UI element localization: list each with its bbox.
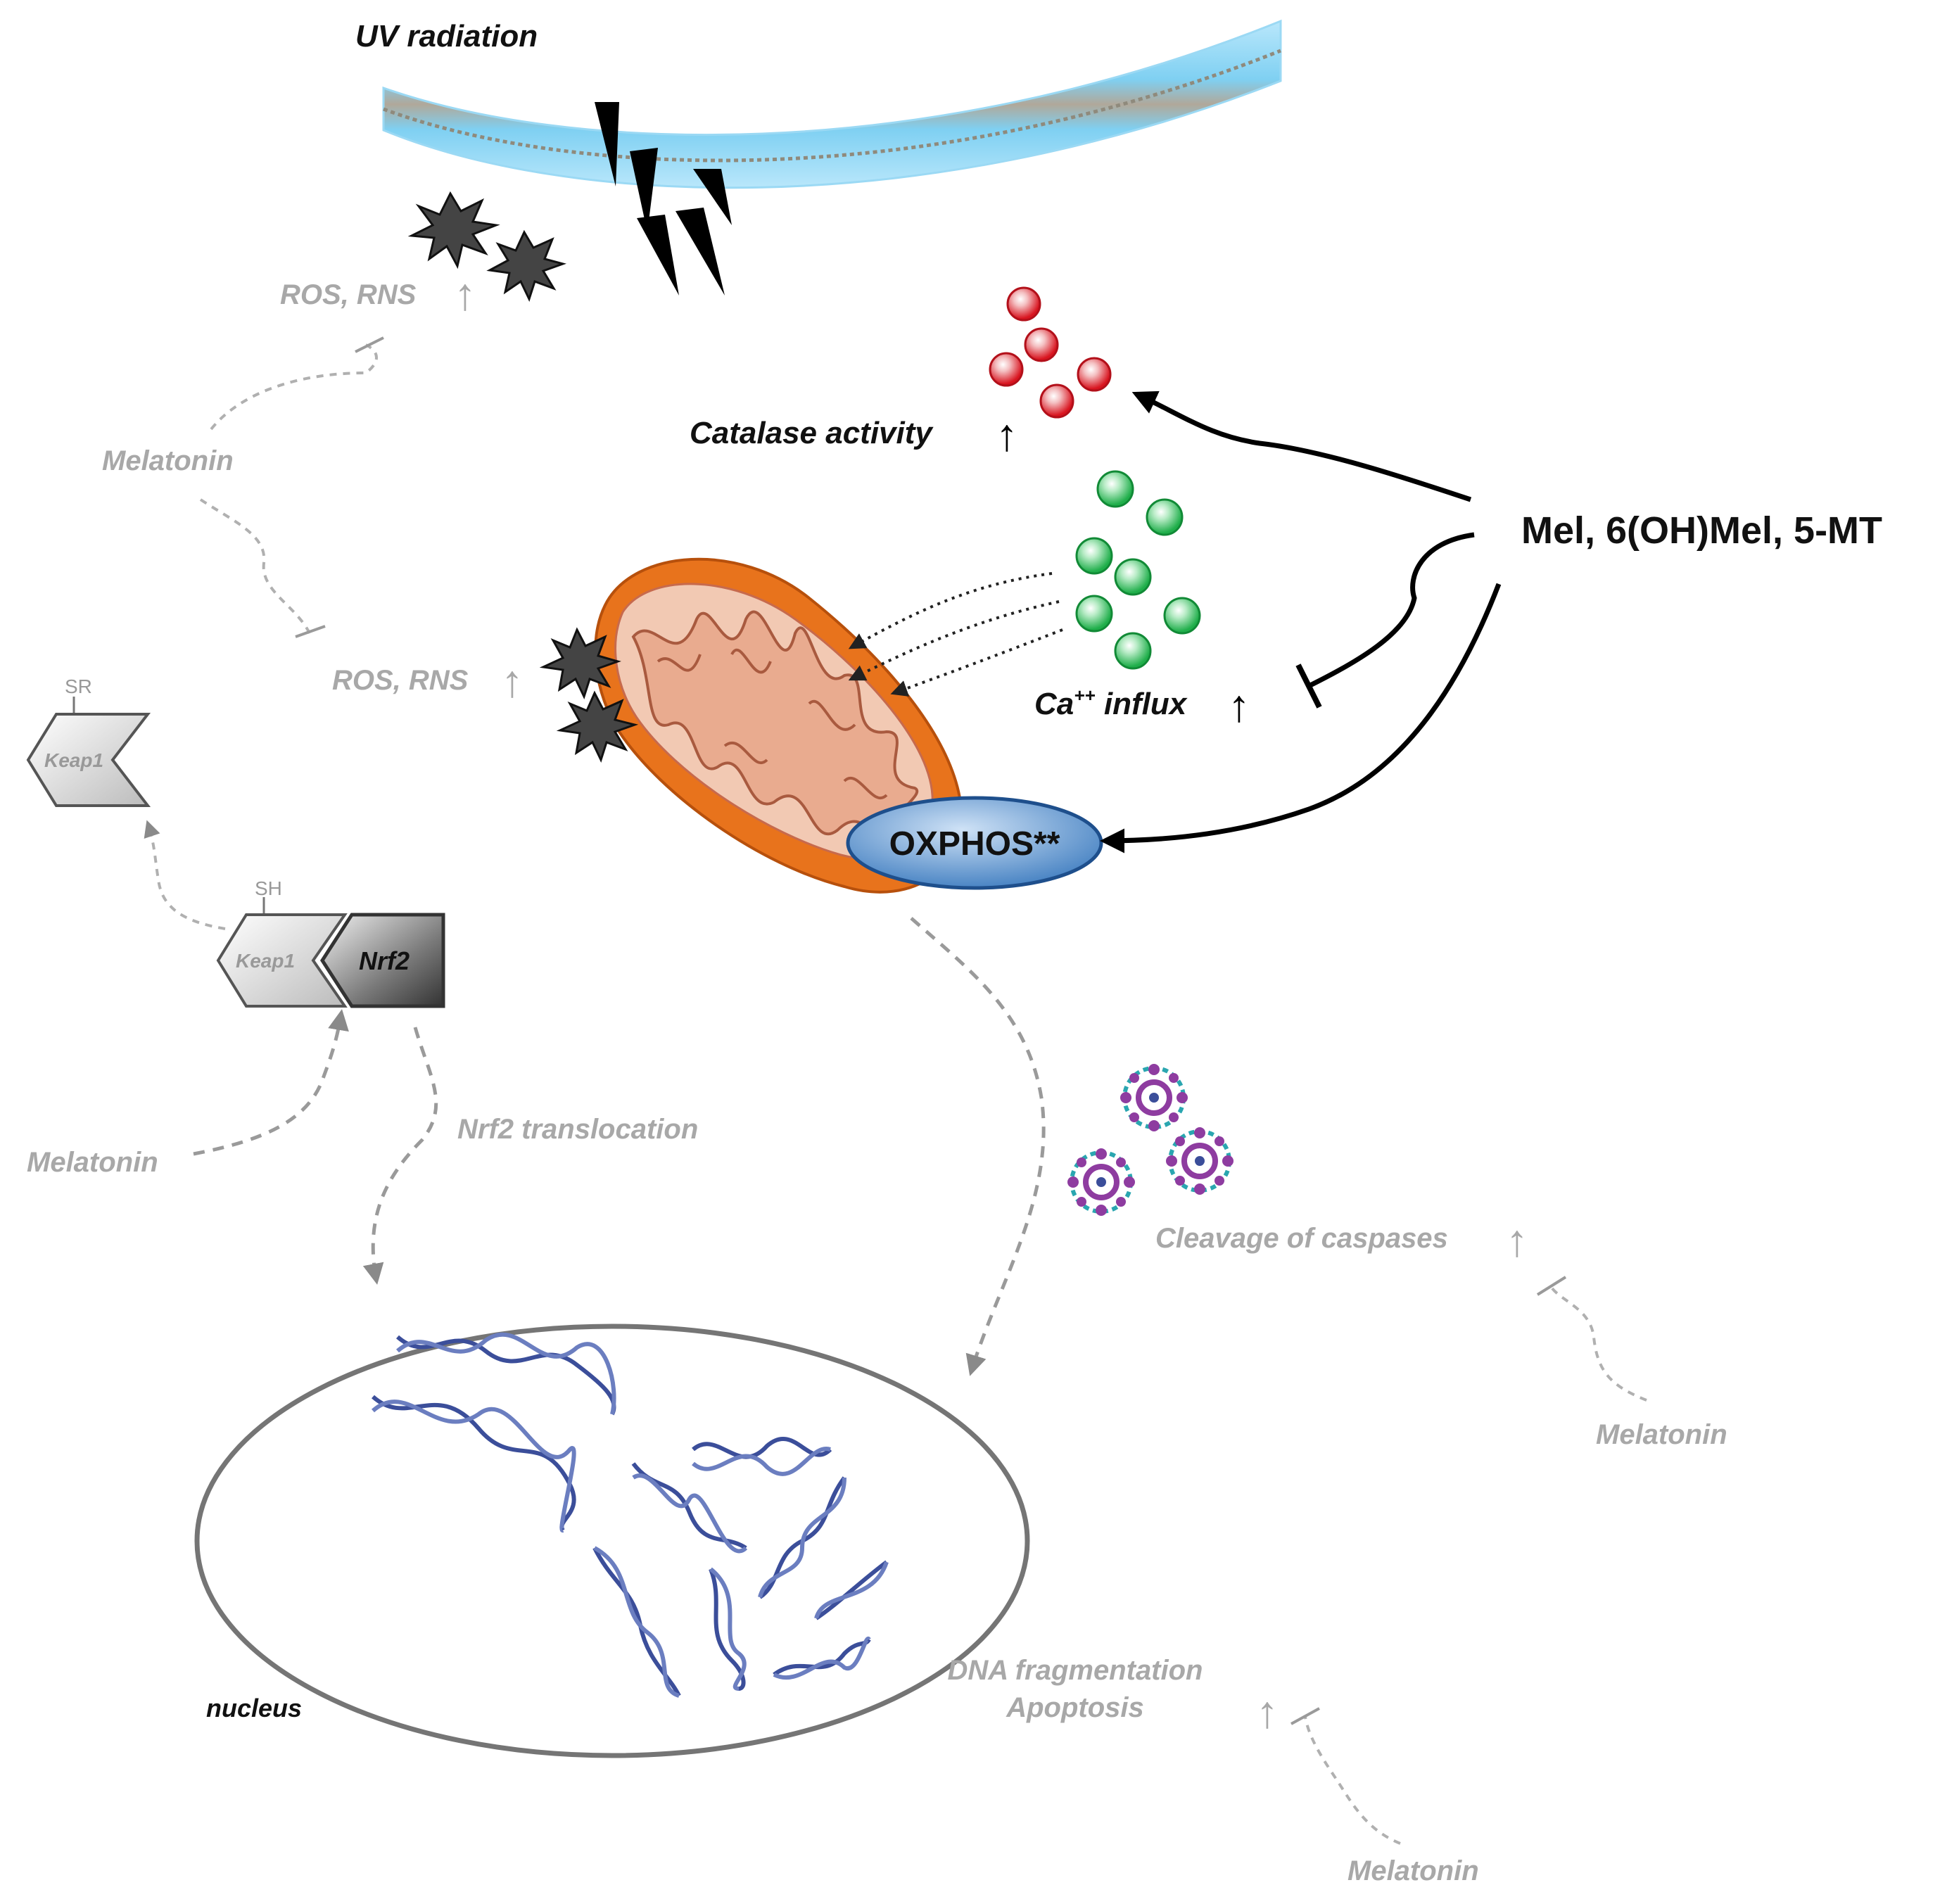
dna-helix-9 [773,1638,871,1677]
ca-base: Ca [1034,687,1074,721]
mitochondrion [594,557,963,894]
caspase-3 [1067,1148,1135,1216]
nrf2-translocation-label: Nrf2 translocation [457,1114,698,1145]
melatonin-dna-label: Melatonin [1347,1855,1479,1886]
nucleus-label: nucleus [206,1694,302,1722]
melatonin-caspase-label: Melatonin [1596,1419,1727,1450]
nrf2-translocation-arrow [362,1027,438,1285]
keap1-oxidized: SR Keap1 [26,675,151,807]
catalase-molecules [989,286,1112,419]
melatonin-to-ros-mid-inhibition [199,498,311,634]
dna-helix-4b [632,1473,748,1554]
dna-helix-3b [692,1447,831,1476]
dna-helix-8 [815,1560,888,1620]
dna-helix-5b [758,1477,846,1598]
ca-superscript: ++ [1074,685,1095,706]
calcium-to-mito-arrow-3 [890,628,1063,697]
dna-helix-3 [692,1437,832,1459]
caspase-2 [1166,1127,1233,1195]
keap1-release-arrow [144,820,226,930]
melatonin-dna-tbar [1290,1707,1320,1725]
cleavage-caspases-label: Cleavage of caspases [1155,1223,1448,1254]
dna-helix-8b [814,1561,889,1619]
ros-rns-mid-label: ROS, RNS [332,665,469,696]
dna-fragmentation-label: DNA fragmentation [948,1655,1203,1686]
dna-strands [371,1332,889,1698]
dna-fragmentation-up-arrow: ↑ [1256,1687,1279,1737]
melatonin-top-to-ros-inhibition [210,343,378,431]
dna-helix-7 [709,1568,746,1691]
melatonin-top-label: Melatonin [102,445,234,476]
oxphos-label: OXPHOS** [889,825,1060,863]
sh-label: SH [255,877,282,899]
nucleus-envelope [194,1324,1030,1758]
melatonin-caspase-inhibition [1550,1286,1647,1402]
mel-inhibition-tbar [1295,664,1322,709]
melatonin-mid-tbar [295,625,326,638]
mito-to-nucleus-arrow [910,917,1046,1376]
keap1-bound-label: Keap1 [236,950,295,972]
ca-influx-label: Ca++ influx [1034,685,1188,721]
keap1-nrf2-complex: SH Keap1 Nrf2 [216,877,445,1008]
oxphos-complex: OXPHOS** [846,796,1103,890]
uv-radiation-icon [595,102,732,296]
calcium-to-mito-arrow-2 [848,600,1060,681]
mel-inhibits-calcium [1307,532,1475,689]
ros-burst-mito-icon [539,627,639,763]
melatonin-dna-inhibition [1304,1716,1401,1845]
dna-helix-4 [631,1462,747,1550]
dna-helix-7b [709,1567,747,1691]
caspase-1 [1120,1064,1188,1131]
catalase-up-arrow: ↑ [996,410,1018,460]
uv-radiation-label: UV radiation [355,19,538,53]
caspase-molecules [1067,1064,1233,1216]
keap1-oxidized-label: Keap1 [44,749,103,771]
nrf2-label: Nrf2 [359,946,410,975]
mel-to-catalase-arrow [1131,391,1472,502]
dna-helix-6b [593,1546,680,1698]
apoptosis-label: Apoptosis [1006,1692,1144,1723]
melatonin-keap-label: Melatonin [27,1147,158,1178]
melatonin-top-tbar [355,336,384,353]
calcium-ions [1075,470,1201,670]
dna-helix-9b [773,1636,871,1680]
ros-rns-top-label: ROS, RNS [280,279,417,310]
cleavage-caspases-up-arrow: ↑ [1506,1215,1528,1266]
ros-rns-top-up-arrow: ↑ [454,269,476,319]
dna-helix-2b [371,1400,576,1533]
mel-compounds-label: Mel, 6(OH)Mel, 5-MT [1521,509,1882,552]
sr-label: SR [65,675,92,697]
ros-rns-mid-up-arrow: ↑ [501,656,524,706]
ca-influx-rest: influx [1096,687,1188,721]
melatonin-to-keap1-arrow [193,1009,349,1156]
mel-to-oxphos-arrow [1100,583,1502,853]
melatonin-caspase-tbar [1536,1276,1567,1296]
ca-influx-up-arrow: ↑ [1228,680,1250,731]
calcium-to-mito-arrow-1 [848,572,1053,649]
dna-helix-1b [396,1332,616,1415]
ros-burst-icon [407,191,567,303]
catalase-activity-label: Catalase activity [690,416,934,450]
